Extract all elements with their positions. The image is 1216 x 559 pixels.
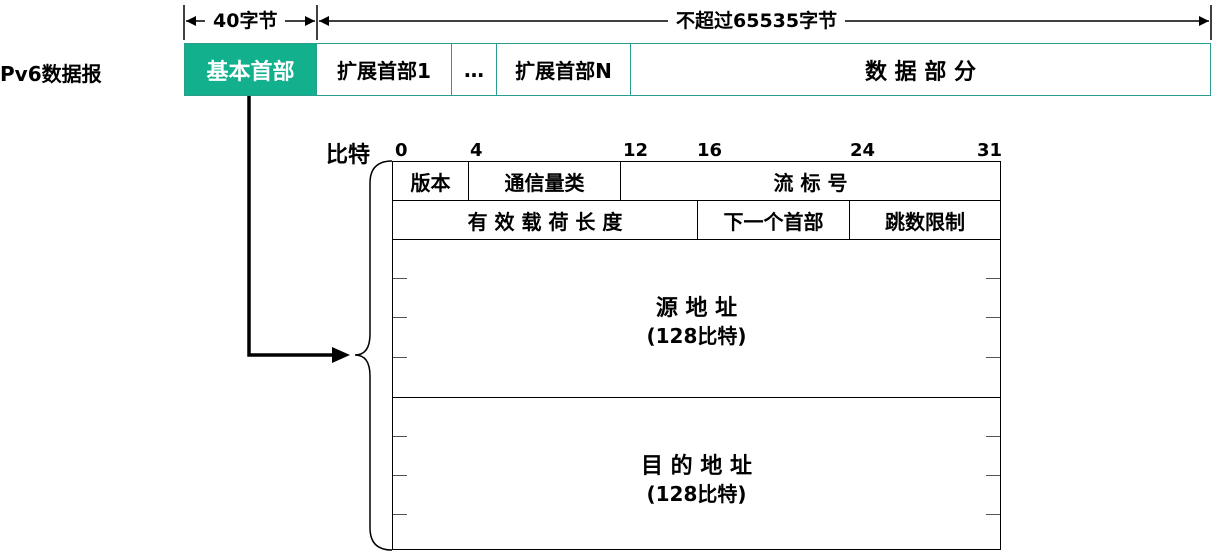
ellipsis-cell: …: [452, 43, 497, 96]
hop-limit-field: 跳数限制: [885, 209, 965, 234]
row-tick: [986, 475, 1000, 476]
row-tick: [393, 317, 407, 318]
bit-tick-label: 0: [395, 140, 408, 161]
brace: [354, 160, 393, 551]
bit-tick-label: 24: [850, 140, 876, 161]
row-tick: [986, 317, 1000, 318]
row-tick: [393, 514, 407, 515]
ext-header-1-cell: 扩展首部1: [317, 43, 452, 96]
total-length-label: 不超过65535字节: [668, 8, 846, 34]
ipv6-header-table: 版本 通信量类 流 标 号 有 效 载 荷 长 度 下一个首部 跳数限制 源 地…: [392, 161, 1001, 550]
next-header-field: 下一个首部: [698, 201, 850, 239]
row-tick: [986, 278, 1000, 279]
row-tick: [393, 357, 407, 358]
row-tick: [986, 436, 1000, 437]
source-address-field: 源 地 址 (128比特): [393, 240, 1000, 397]
row-tick: [393, 436, 407, 437]
base-header-length-label: 40字节: [205, 8, 286, 34]
row-divider: [393, 200, 1000, 201]
bit-scale-label: 比特: [326, 143, 371, 168]
datagram-row-label: Pv6数据报: [0, 62, 102, 86]
row-tick: [393, 475, 407, 476]
payload-length-field: 有 效 载 荷 长 度: [393, 201, 698, 239]
row-tick: [986, 514, 1000, 515]
bit-tick-label: 4: [470, 140, 483, 161]
bit-tick-label: 12: [623, 140, 649, 161]
dest-address-field: 目 的 地 址 (128比特): [393, 398, 1000, 549]
source-address-label: 源 地 址: [655, 296, 738, 321]
bit-tick-label: 16: [697, 140, 723, 161]
base-header-cell: 基本首部: [184, 43, 317, 96]
row-divider: [393, 397, 1000, 398]
flow-label-field: 流 标 号: [773, 170, 848, 195]
row-tick: [393, 278, 407, 279]
row-divider: [393, 239, 1000, 240]
connector-arrow: [247, 96, 393, 551]
source-address-bits: (128比特): [646, 324, 747, 348]
version-field: 版本: [393, 162, 469, 200]
row-tick: [986, 357, 1000, 358]
traffic-class-field: 通信量类: [469, 162, 621, 200]
ext-header-n-cell: 扩展首部N: [497, 43, 631, 96]
dest-address-label: 目 的 地 址: [641, 454, 752, 479]
data-part-cell: 数 据 部 分: [631, 43, 1211, 96]
bit-tick-label: 31: [977, 140, 1003, 161]
dest-address-bits: (128比特): [646, 482, 747, 506]
